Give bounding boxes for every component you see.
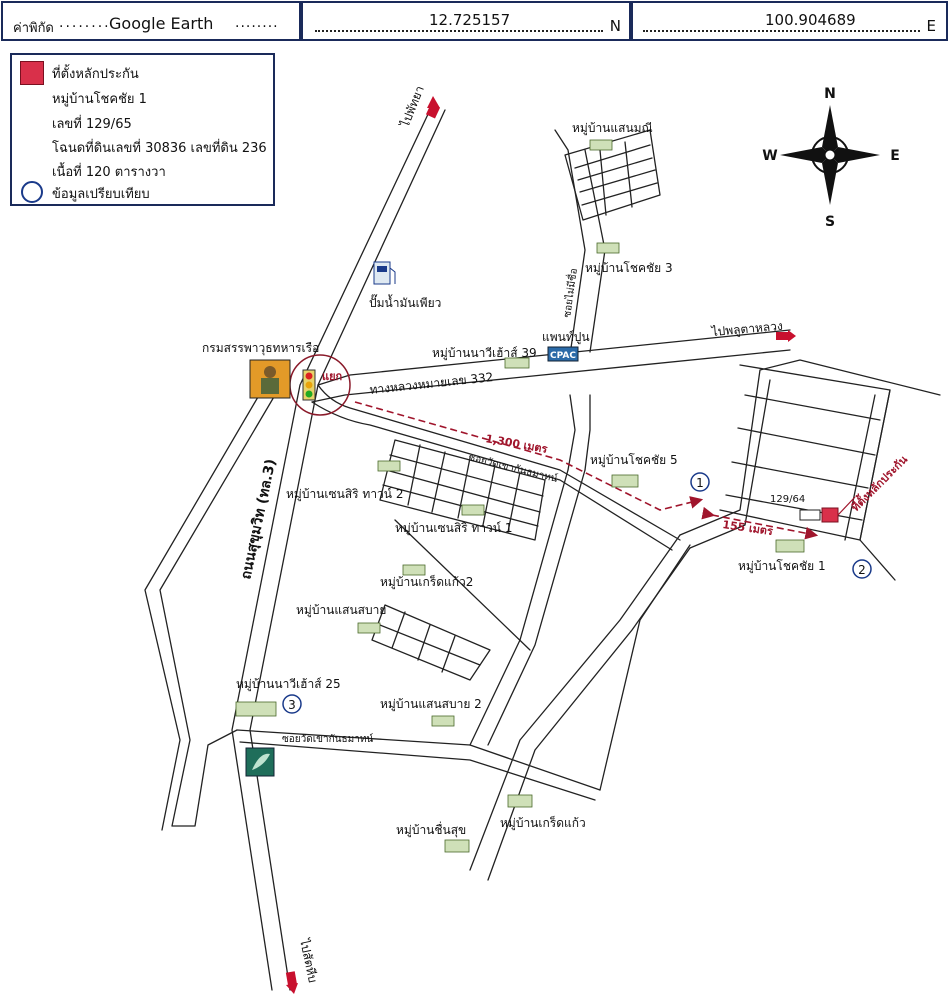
village-sensiri-1: หมู่บ้านเซนสิริ ทาวน์ 1 bbox=[395, 521, 512, 536]
label-to-pattaya: ไปพัทยา bbox=[397, 84, 427, 130]
label-distance-155: 155 เมตร bbox=[722, 518, 774, 538]
legend-area: เนื้อที่ 120 ตารางวา bbox=[52, 165, 166, 180]
legend-house-no: เลขที่ 129/65 bbox=[52, 117, 132, 132]
compass-s: S bbox=[825, 214, 835, 230]
village-chokchai-5: หมู่บ้านโชคชัย 5 bbox=[590, 453, 678, 468]
village-kred-kaew-2: หมู่บ้านเกร็ดแก้ว2 bbox=[380, 574, 473, 590]
svg-text:CPAC: CPAC bbox=[550, 351, 576, 361]
label-highway-332: ทางหลวงหมายเลข 332 bbox=[369, 370, 494, 397]
coord-label: ค่าพิกัด bbox=[13, 21, 54, 36]
compass-n: N bbox=[824, 86, 836, 102]
marker-2-label: 2 bbox=[858, 563, 866, 577]
traffic-light-icon bbox=[302, 369, 316, 401]
village-chuen-suk: หมู่บ้านชื่นสุข bbox=[396, 821, 466, 838]
village-saen-sabai-2: หมู่บ้านแสนสบาย 2 bbox=[380, 697, 482, 712]
legend-collateral-label: ที่ตั้งหลักประกัน bbox=[52, 67, 139, 82]
arrow-to-sattahip-icon bbox=[285, 971, 298, 994]
location-map: CPAC 1 2 3 bbox=[144, 84, 941, 994]
longitude-cell: 100.904689 E bbox=[631, 1, 948, 41]
collateral-swatch bbox=[20, 61, 44, 85]
label-navy-dept: กรมสรรพาวุธทหารเรือ bbox=[202, 341, 319, 356]
comparison-marker-2 bbox=[852, 559, 872, 579]
compass-rose-icon bbox=[780, 105, 880, 205]
legend-village: หมู่บ้านโชคชัย 1 bbox=[52, 92, 147, 107]
label-gas-station: ปั๊มน้ำมันเพียว bbox=[369, 294, 441, 310]
label-soi-wat-khao: ซอยวัดเขากันธมาทน์ bbox=[282, 733, 373, 745]
label-distance-1300: 1,300 เมตร bbox=[484, 432, 548, 456]
village-navy-house-39: หมู่บ้านนาวีเฮ้าส์ 39 bbox=[432, 346, 537, 361]
coord-source: Google Earth bbox=[109, 14, 214, 33]
label-to-sattahip: ไปสัตหีบ bbox=[297, 937, 320, 984]
village-navy-house-25: หมู่บ้านนาวีเฮ้าส์ 25 bbox=[236, 677, 341, 692]
village-sensiri-2: หมู่บ้านเซนสิริ ทาวน์ 2 bbox=[286, 487, 403, 502]
legend-comparison-label: ข้อมูลเปรียบเทียบ bbox=[52, 187, 150, 202]
arrow-to-pattaya-icon bbox=[427, 96, 440, 108]
village-chokchai-1: หมู่บ้านโชคชัย 1 bbox=[738, 559, 826, 574]
arrow-to-pluak-daeng-icon bbox=[776, 330, 796, 342]
latitude-cell: 12.725157 N bbox=[301, 1, 631, 41]
compass-e: E bbox=[890, 148, 900, 164]
latitude-value: 12.725157 bbox=[429, 11, 511, 29]
coord-source-cell: ค่าพิกัด Google Earth ........ ........ bbox=[1, 1, 301, 41]
navy-dept-icon bbox=[249, 359, 291, 399]
longitude-value: 100.904689 bbox=[765, 11, 856, 29]
village-chokchai-3: หมู่บ้านโชคชัย 3 bbox=[585, 261, 673, 276]
comparison-marker-3 bbox=[282, 694, 302, 714]
comparison-marker-1 bbox=[690, 472, 710, 492]
legend-deed: โฉนดที่ดินเลขที่ 30836 เลขที่ดิน 236 bbox=[52, 141, 267, 156]
label-cpac: แพนท์ปูน bbox=[542, 330, 590, 345]
label-to-pluak-daeng: ไปพลูตาหลวง bbox=[710, 319, 783, 340]
village-saen-mani: หมู่บ้านแสนมณี bbox=[572, 121, 653, 136]
marker-3-label: 3 bbox=[288, 698, 296, 712]
comparison-circle-icon bbox=[21, 181, 43, 203]
label-intersection: แยก bbox=[322, 370, 343, 383]
cpac-logo: CPAC bbox=[547, 346, 579, 362]
village-icons bbox=[235, 139, 805, 853]
village-saen-sabai: หมู่บ้านแสนสบาย bbox=[296, 603, 386, 618]
village-kred-kaew: หมู่บ้านเกร็ดแก้ว bbox=[500, 815, 586, 831]
latitude-suffix: N bbox=[609, 17, 621, 35]
legend-box: ที่ตั้งหลักประกัน หมู่บ้านโชคชัย 1 เลขที… bbox=[10, 53, 275, 206]
marker-1-label: 1 bbox=[696, 476, 704, 490]
collateral-site-marker bbox=[821, 507, 839, 523]
compass-w: W bbox=[762, 148, 777, 164]
label-plot-no: 129/64 bbox=[770, 494, 805, 505]
bank-logo-icon bbox=[245, 747, 275, 777]
coordinate-header: ค่าพิกัด Google Earth ........ ........ … bbox=[0, 0, 950, 44]
longitude-suffix: E bbox=[926, 17, 936, 35]
gas-station-icon bbox=[373, 261, 396, 285]
